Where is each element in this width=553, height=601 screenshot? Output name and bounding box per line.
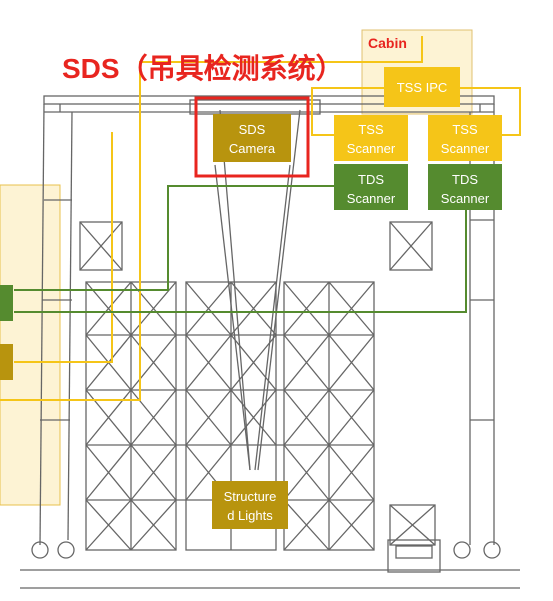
tds-scanner-right-label-1: TDS	[452, 172, 478, 187]
tds-scanner-right-box: TDS Scanner	[428, 164, 502, 210]
tds-scanner-left-label-1: TDS	[358, 172, 384, 187]
diagram-title: SDS（吊具检测系统）	[62, 52, 344, 84]
tds-scanner-left-box: TDS Scanner	[334, 164, 408, 210]
wire-tds-left-to-panel	[14, 185, 334, 291]
tss-scanner-left-label-2: Scanner	[347, 141, 396, 156]
tss-scanner-right-box: TSS Scanner	[428, 115, 502, 161]
wire-ipc-right	[460, 87, 521, 136]
tss-scanner-left-box: TSS Scanner	[334, 115, 408, 161]
structured-lights-box: Structure d Lights	[212, 481, 288, 529]
left-green-node	[0, 285, 13, 321]
sds-camera-highlight	[194, 96, 310, 178]
tss-scanner-right-label-1: TSS	[452, 122, 478, 137]
sds-camera-box: SDS Camera	[213, 114, 291, 162]
sds-camera-label-1: SDS	[239, 122, 266, 137]
connection-lines	[0, 36, 521, 401]
tds-scanner-right-label-2: Scanner	[441, 191, 490, 206]
wire-tss-left-panel	[14, 132, 113, 363]
tds-scanner-left-label-2: Scanner	[347, 191, 396, 206]
sds-camera-label-2: Camera	[229, 141, 276, 156]
tss-scanner-left-label-1: TSS	[358, 122, 384, 137]
tss-ipc-label: TSS IPC	[397, 80, 448, 95]
left-gold-node	[0, 344, 13, 380]
structured-lights-label-2: d Lights	[227, 508, 273, 523]
tss-ipc-box: TSS IPC	[384, 67, 460, 107]
tss-scanner-right-label-2: Scanner	[441, 141, 490, 156]
wire-tds-right-to-panel	[14, 210, 467, 313]
structured-lights-label-1: Structure	[224, 489, 277, 504]
cabin-label: Cabin	[368, 35, 407, 51]
gantry-crane	[20, 95, 520, 589]
wire-ipc-to-left-panel	[0, 62, 141, 401]
